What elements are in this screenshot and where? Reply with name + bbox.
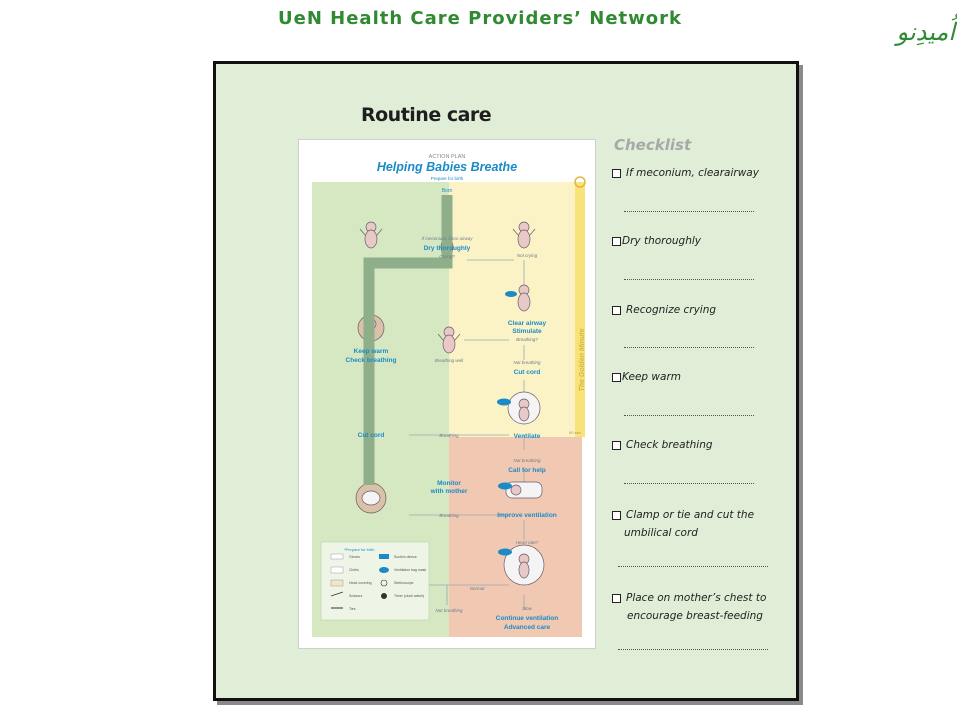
label-check-breathing: Check breathing [346,357,397,364]
poster-born: Born [442,188,453,194]
label-breathing-2: Breathing [439,513,459,518]
checkbox-icon[interactable] [612,236,621,246]
label-golden-minute: The Golden Minute [579,328,586,391]
label-with-mother: with mother [430,488,468,495]
header-title: UeN Health Care Providers’ Network [278,8,682,29]
label-stimulate: Stimulate [512,328,542,335]
answer-line[interactable] [624,211,754,212]
checklist-item-label: Clamp or tie and cut the [626,509,755,521]
answer-line[interactable] [624,415,754,416]
checkbox-icon[interactable] [612,510,621,520]
checklist-item-label: Place on mother’s chest to [626,592,767,604]
label-ventilate: Ventilate [514,433,541,440]
checkbox-icon[interactable] [612,440,621,450]
checklist-item-dry[interactable]: Dry thoroughly [612,232,784,250]
label-call-for-help: Call for help [508,467,546,474]
checkbox-icon[interactable] [612,593,621,603]
label-crying: Crying? [439,254,455,259]
checklist-item-breastfeeding[interactable]: Place on mother’s chest to encourage bre… [612,589,784,625]
answer-line[interactable] [624,483,754,484]
label-not-breathing-3: Not breathing [435,608,463,613]
label-keep-warm: Keep warm [354,348,389,355]
checklist-item-label: Dry thoroughly [622,235,701,247]
baby-figures [355,221,545,586]
checklist-item-label: Recognize crying [626,304,717,316]
label-heart-rate: Heart rate? [516,540,539,545]
label-continue-ventilation: Continue ventilation [496,615,559,622]
checklist: Checklist If meconium, clearairway Dry t… [612,136,787,650]
checklist-item-label: Check breathing [626,439,713,451]
checklist-item-keep-warm[interactable]: Keep warm [612,368,784,386]
checklist-item-crying[interactable]: Recognize crying [612,301,784,319]
supply-bag-mask: Ventilation bag mask [394,568,427,572]
label-60-sec: 60 sec [569,430,581,435]
logo-text: اُمیدِنو [894,14,957,46]
answer-line[interactable] [618,566,768,567]
label-advanced-care: Advanced care [504,624,551,631]
timer-icon [574,176,586,188]
label-breathing-well: Breathing well [435,358,464,363]
supply-timer: Timer (clock watch) [394,594,424,598]
label-slow: Slow [522,606,533,611]
blue-devices [497,291,517,556]
supply-head-covering: Head covering [349,581,372,585]
checkbox-icon[interactable] [612,305,621,315]
label-clear-airway: Clear airway [508,320,547,327]
golden-minute-bar [575,182,585,437]
slide-heading: Routine care [361,104,492,126]
supplies-title: *Prepare for birth [344,547,374,552]
label-not-breathing-2: Not breathing [513,458,541,463]
label-improve-ventilation: Improve ventilation [497,512,557,519]
logo: اُمیدِنو [894,14,957,46]
answer-line[interactable] [618,649,768,650]
poster-graphic: ACTION PLAN Helping Babies Breathe Prepa… [312,154,586,637]
checkbox-icon[interactable] [612,372,621,382]
answer-line[interactable] [624,347,754,348]
supply-cloths: Cloths [349,568,359,572]
slide-frame: Routine care ACTION PLAN Helping Babies … [213,61,799,701]
checklist-title: Checklist [614,136,692,154]
checklist-item-meconium[interactable]: If meconium, clearairway [612,164,784,182]
supply-scissors: Scissors [349,594,362,598]
hbb-action-plan-poster: ACTION PLAN Helping Babies Breathe Prepa… [298,139,596,649]
label-dry: Dry thoroughly [424,245,471,252]
checklist-item-check-breathing[interactable]: Check breathing [612,436,784,454]
label-not-breathing-1: Not breathing [513,360,541,365]
poster-prepare: Prepare for birth [431,176,464,181]
routine-care-path [363,195,453,485]
label-not-crying: Not crying [517,253,538,258]
checklist-item-label: Keep warm [622,371,682,383]
label-cut-cord-right: Cut cord [514,369,541,376]
label-monitor: Monitor [437,480,461,487]
checklist-item-label: If meconium, clearairway [626,167,759,179]
zone-salmon [449,437,582,637]
supply-gloves: Gloves [349,555,360,559]
supply-suction: Suction device [394,555,417,559]
supply-ties: Ties [349,607,356,611]
label-normal: Normal [470,586,486,591]
poster-title: Helping Babies Breathe [377,160,517,174]
checklist-item-label-cont: umbilical cord [624,527,698,539]
checklist-item-label-cont: encourage breast-feeding [627,610,763,622]
label-breathing-q: Breathing? [516,337,538,342]
checkbox-icon[interactable] [612,168,621,178]
answer-line[interactable] [624,279,754,280]
poster-kicker: ACTION PLAN [429,154,466,160]
label-meconium: If meconium, clear airway [421,236,473,241]
supplies-list: Gloves Suction device Cloths Ventilation… [330,553,427,611]
label-cut-cord-left: Cut cord [358,432,385,439]
label-breathing-1: Breathing [439,433,459,438]
supply-stethoscope: Stethoscope [394,581,414,585]
checklist-item-cord[interactable]: Clamp or tie and cut the umbilical cord [612,506,784,542]
